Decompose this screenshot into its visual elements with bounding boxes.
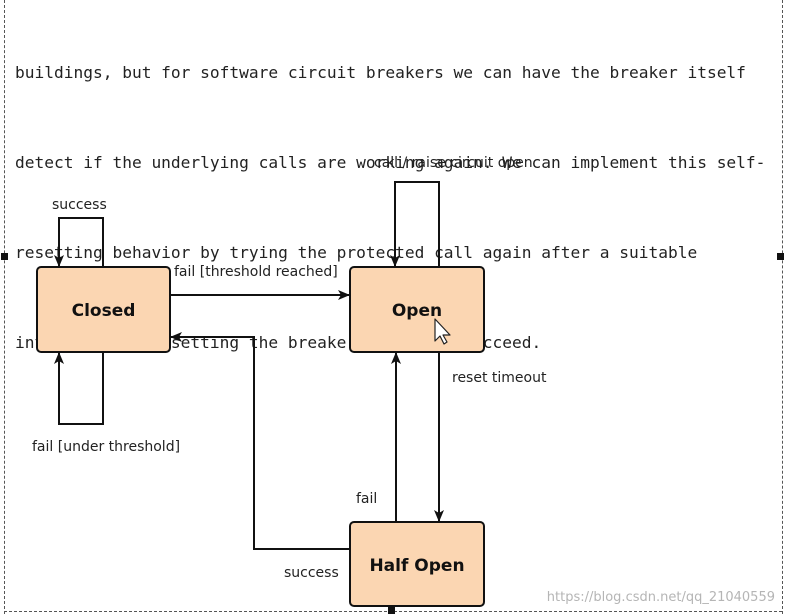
- reset-timeout-label: reset timeout: [452, 370, 547, 386]
- state-closed-title: Closed: [72, 301, 136, 321]
- paragraph-line: resetting behavior by trying the protect…: [15, 243, 698, 262]
- document-paragraph: buildings, but for software circuit brea…: [15, 0, 775, 388]
- fail-threshold-reached-label: fail [threshold reached]: [174, 264, 338, 280]
- resize-handle-left[interactable]: [1, 253, 8, 260]
- frame-right-border: [782, 0, 783, 614]
- call-raise-circuit-open-label: call / raise circuit open: [374, 155, 533, 171]
- half-open-fail-label: fail: [356, 491, 377, 507]
- closed-success-label: success: [52, 197, 107, 213]
- mouse-pointer-icon: [434, 318, 451, 345]
- resize-handle-bottom[interactable]: [388, 607, 395, 614]
- closed-fail-under-threshold-label: fail [under threshold]: [32, 439, 180, 455]
- state-closed-box[interactable]: [36, 266, 171, 353]
- closed-success-loop-arrow: [54, 217, 104, 267]
- state-open-box[interactable]: [349, 266, 485, 353]
- half-open-success-label: success: [284, 565, 339, 581]
- watermark-text: https://blog.csdn.net/qq_21040559: [547, 590, 775, 605]
- closed-fail-loop-arrow: [54, 352, 104, 425]
- open-self-loop-arrow: [390, 181, 440, 267]
- paragraph-line: buildings, but for software circuit brea…: [15, 63, 746, 82]
- resize-handle-right[interactable]: [777, 253, 784, 260]
- state-half-open-box[interactable]: [349, 521, 485, 607]
- frame-left-border: [4, 0, 5, 614]
- half-open-to-closed-arrow: [170, 332, 350, 550]
- state-half-open-title: Half Open: [369, 556, 464, 576]
- paragraph-line: detect if the underlying calls are worki…: [15, 153, 766, 172]
- state-open-title: Open: [392, 301, 442, 321]
